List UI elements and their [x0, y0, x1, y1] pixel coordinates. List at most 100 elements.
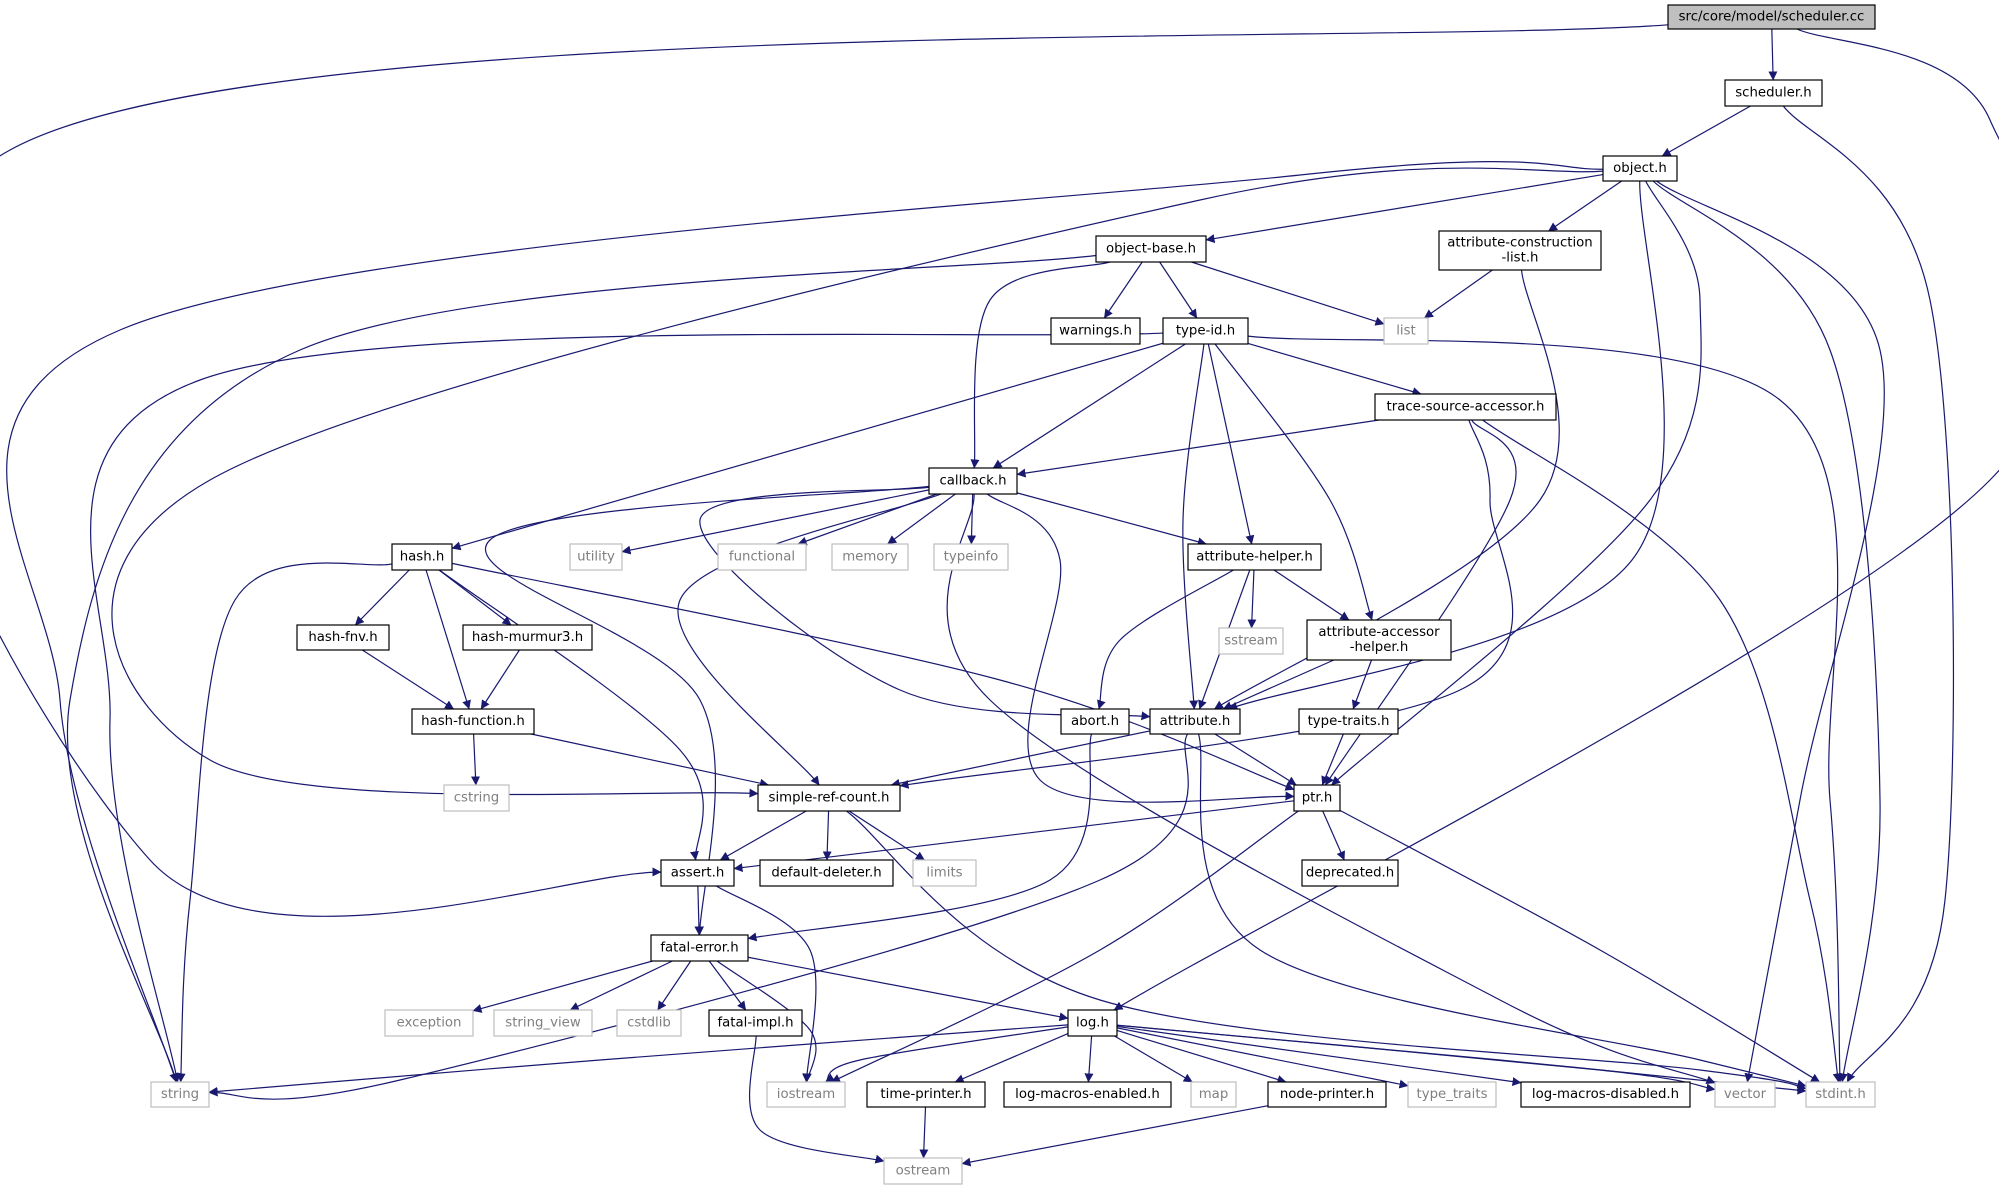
- node-object-base-h[interactable]: object-base.h: [1095, 235, 1207, 263]
- node-assert-h[interactable]: assert.h: [660, 859, 735, 887]
- node-fatal-error-h[interactable]: fatal-error.h: [650, 934, 749, 962]
- node-box: [831, 543, 909, 571]
- edge-callback-h-to-functional: [797, 493, 938, 546]
- edge-hash-function-h-to-cstring: [471, 733, 481, 786]
- node-box: [766, 1081, 846, 1108]
- node-box: [928, 467, 1018, 495]
- node-time-printer-h[interactable]: time-printer.h: [866, 1081, 986, 1108]
- edge-ptr-h-to-stdint-h: [1339, 809, 1821, 1083]
- edge-log-h-to-string: [208, 1024, 1069, 1096]
- node-box: [866, 1081, 986, 1108]
- node-box: [1293, 784, 1341, 812]
- node-default-deleter-h[interactable]: default-deleter.h: [759, 859, 894, 887]
- node-type-traits-h[interactable]: type-traits.h: [1298, 708, 1399, 735]
- node-hash-murmur3-h[interactable]: hash-murmur3.h: [462, 624, 593, 651]
- node-label: -list.h: [1502, 251, 1539, 266]
- node-scheduler-cc[interactable]: src/core/model/scheduler.cc: [1667, 4, 1876, 30]
- edge-hash-h-to-string: [176, 562, 393, 1083]
- edge-fatal-error-h-to-cstdlib: [657, 960, 692, 1011]
- edge-scheduler-cc-to-log-h: [1113, 28, 1999, 1011]
- node-scheduler-h[interactable]: scheduler.h: [1724, 79, 1823, 107]
- edge-scheduler-cc-to-scheduler-h: [1768, 28, 1778, 81]
- node-hash-h[interactable]: hash.h: [391, 543, 453, 571]
- edge-fatal-error-h-to-fatal-impl-h: [708, 960, 747, 1011]
- node-object-h[interactable]: object.h: [1602, 155, 1678, 182]
- node-label: attribute.h: [1160, 714, 1231, 729]
- edge-type-id-h-to-hash-h: [451, 342, 1164, 551]
- node-hash-function-h[interactable]: hash-function.h: [411, 708, 535, 735]
- node-label: src/core/model/scheduler.cc: [1679, 10, 1865, 25]
- node-box: [933, 543, 1009, 571]
- node-box: [296, 624, 390, 651]
- edge-log-h-to-type-traits: [1116, 1027, 1409, 1089]
- node-attr-constr-list-h[interactable]: attribute-construction-list.h: [1438, 230, 1602, 271]
- node-ptr-h[interactable]: ptr.h: [1293, 784, 1341, 812]
- node-box: [1724, 79, 1823, 107]
- node-log-h[interactable]: log.h: [1067, 1009, 1118, 1037]
- node-simple-ref-count-h[interactable]: simple-ref-count.h: [757, 784, 901, 812]
- node-label: log-macros-disabled.h: [1532, 1087, 1679, 1102]
- node-label: type-traits.h: [1308, 714, 1390, 729]
- node-utility: utility: [569, 543, 623, 571]
- node-log-macros-enabled-h[interactable]: log-macros-enabled.h: [1003, 1081, 1172, 1108]
- edge-object-h-to-string: [6, 161, 1604, 1083]
- node-exception: exception: [384, 1009, 474, 1037]
- edge-simple-ref-count-h-to-stdint-h: [846, 810, 1807, 1092]
- edge-ptr-h-to-deprecated-h: [1322, 810, 1345, 861]
- node-abort-h[interactable]: abort.h: [1060, 708, 1130, 735]
- node-fatal-impl-h[interactable]: fatal-impl.h: [708, 1009, 803, 1037]
- edge-hash-fnv-h-to-hash-function-h: [362, 649, 455, 710]
- edge-log-h-to-iostream: [825, 1026, 1069, 1083]
- edge-hash-h-to-hash-function-h: [425, 569, 471, 710]
- node-label: hash-fnv.h: [308, 630, 377, 645]
- node-label: ostream: [896, 1164, 951, 1179]
- node-functional: functional: [717, 543, 807, 571]
- node-attr-accessor-helper-h[interactable]: attribute-accessor-helper.h: [1306, 619, 1452, 661]
- edge-callback-h-to-vector: [946, 493, 1716, 1085]
- node-warnings-h[interactable]: warnings.h: [1050, 317, 1141, 345]
- node-type-traits: type_traits: [1407, 1081, 1497, 1108]
- node-memory: memory: [831, 543, 909, 571]
- edge-callback-h-to-attribute-helper-h: [1016, 492, 1207, 547]
- edge-assert-h-to-iostream: [716, 885, 817, 1083]
- node-trace-source-accessor-h[interactable]: trace-source-accessor.h: [1374, 393, 1557, 421]
- edge-object-h-to-object-base-h: [1205, 173, 1604, 243]
- node-map: map: [1190, 1081, 1237, 1108]
- edge-type-id-h-to-attribute-helper-h: [1207, 343, 1255, 545]
- edge-fatal-impl-h-to-ostream: [748, 1035, 885, 1164]
- node-box: [650, 934, 749, 962]
- node-box: [384, 1009, 474, 1037]
- node-box: [150, 1081, 210, 1108]
- node-attribute-helper-h[interactable]: attribute-helper.h: [1187, 543, 1322, 571]
- edge-time-printer-h-to-ostream: [919, 1106, 929, 1159]
- edge-type-id-h-to-attr-accessor-helper-h: [1214, 343, 1374, 621]
- node-iostream: iostream: [766, 1081, 846, 1108]
- nodes-layer: src/core/model/scheduler.cc scheduler.h ob…: [150, 4, 1876, 1185]
- edge-hash-murmur3-h-to-hash-function-h: [480, 649, 520, 710]
- node-label: scheduler.h: [1735, 86, 1812, 101]
- node-attribute-h[interactable]: attribute.h: [1149, 708, 1241, 735]
- node-deprecated-h[interactable]: deprecated.h: [1301, 859, 1399, 887]
- node-box: [1667, 4, 1876, 30]
- edge-callback-h-to-typeinfo: [967, 493, 977, 545]
- node-label: -helper.h: [1350, 640, 1409, 655]
- node-box: [1218, 627, 1284, 655]
- edge-type-id-h-to-string: [90, 332, 1164, 1083]
- node-box: [1301, 859, 1399, 887]
- node-label: functional: [729, 550, 795, 565]
- edge-log-h-to-node-printer-h: [1116, 1029, 1287, 1084]
- node-node-printer-h[interactable]: node-printer.h: [1267, 1081, 1387, 1108]
- node-type-id-h[interactable]: type-id.h: [1162, 317, 1249, 345]
- node-callback-h[interactable]: callback.h: [928, 467, 1018, 495]
- node-label: hash-function.h: [421, 714, 525, 729]
- edge-object-h-to-vector: [1656, 180, 1885, 1083]
- node-hash-fnv-h[interactable]: hash-fnv.h: [296, 624, 390, 651]
- node-stdint-h: stdint.h: [1805, 1081, 1876, 1108]
- node-box: [1003, 1081, 1172, 1108]
- edge-type-traits-h-to-ptr-h: [1321, 733, 1344, 786]
- node-label: callback.h: [939, 474, 1006, 489]
- edge-abort-h-to-fatal-error-h: [747, 733, 1093, 942]
- node-log-macros-disabled-h[interactable]: log-macros-disabled.h: [1520, 1081, 1691, 1108]
- edge-object-base-h-to-string: [66, 254, 1097, 1083]
